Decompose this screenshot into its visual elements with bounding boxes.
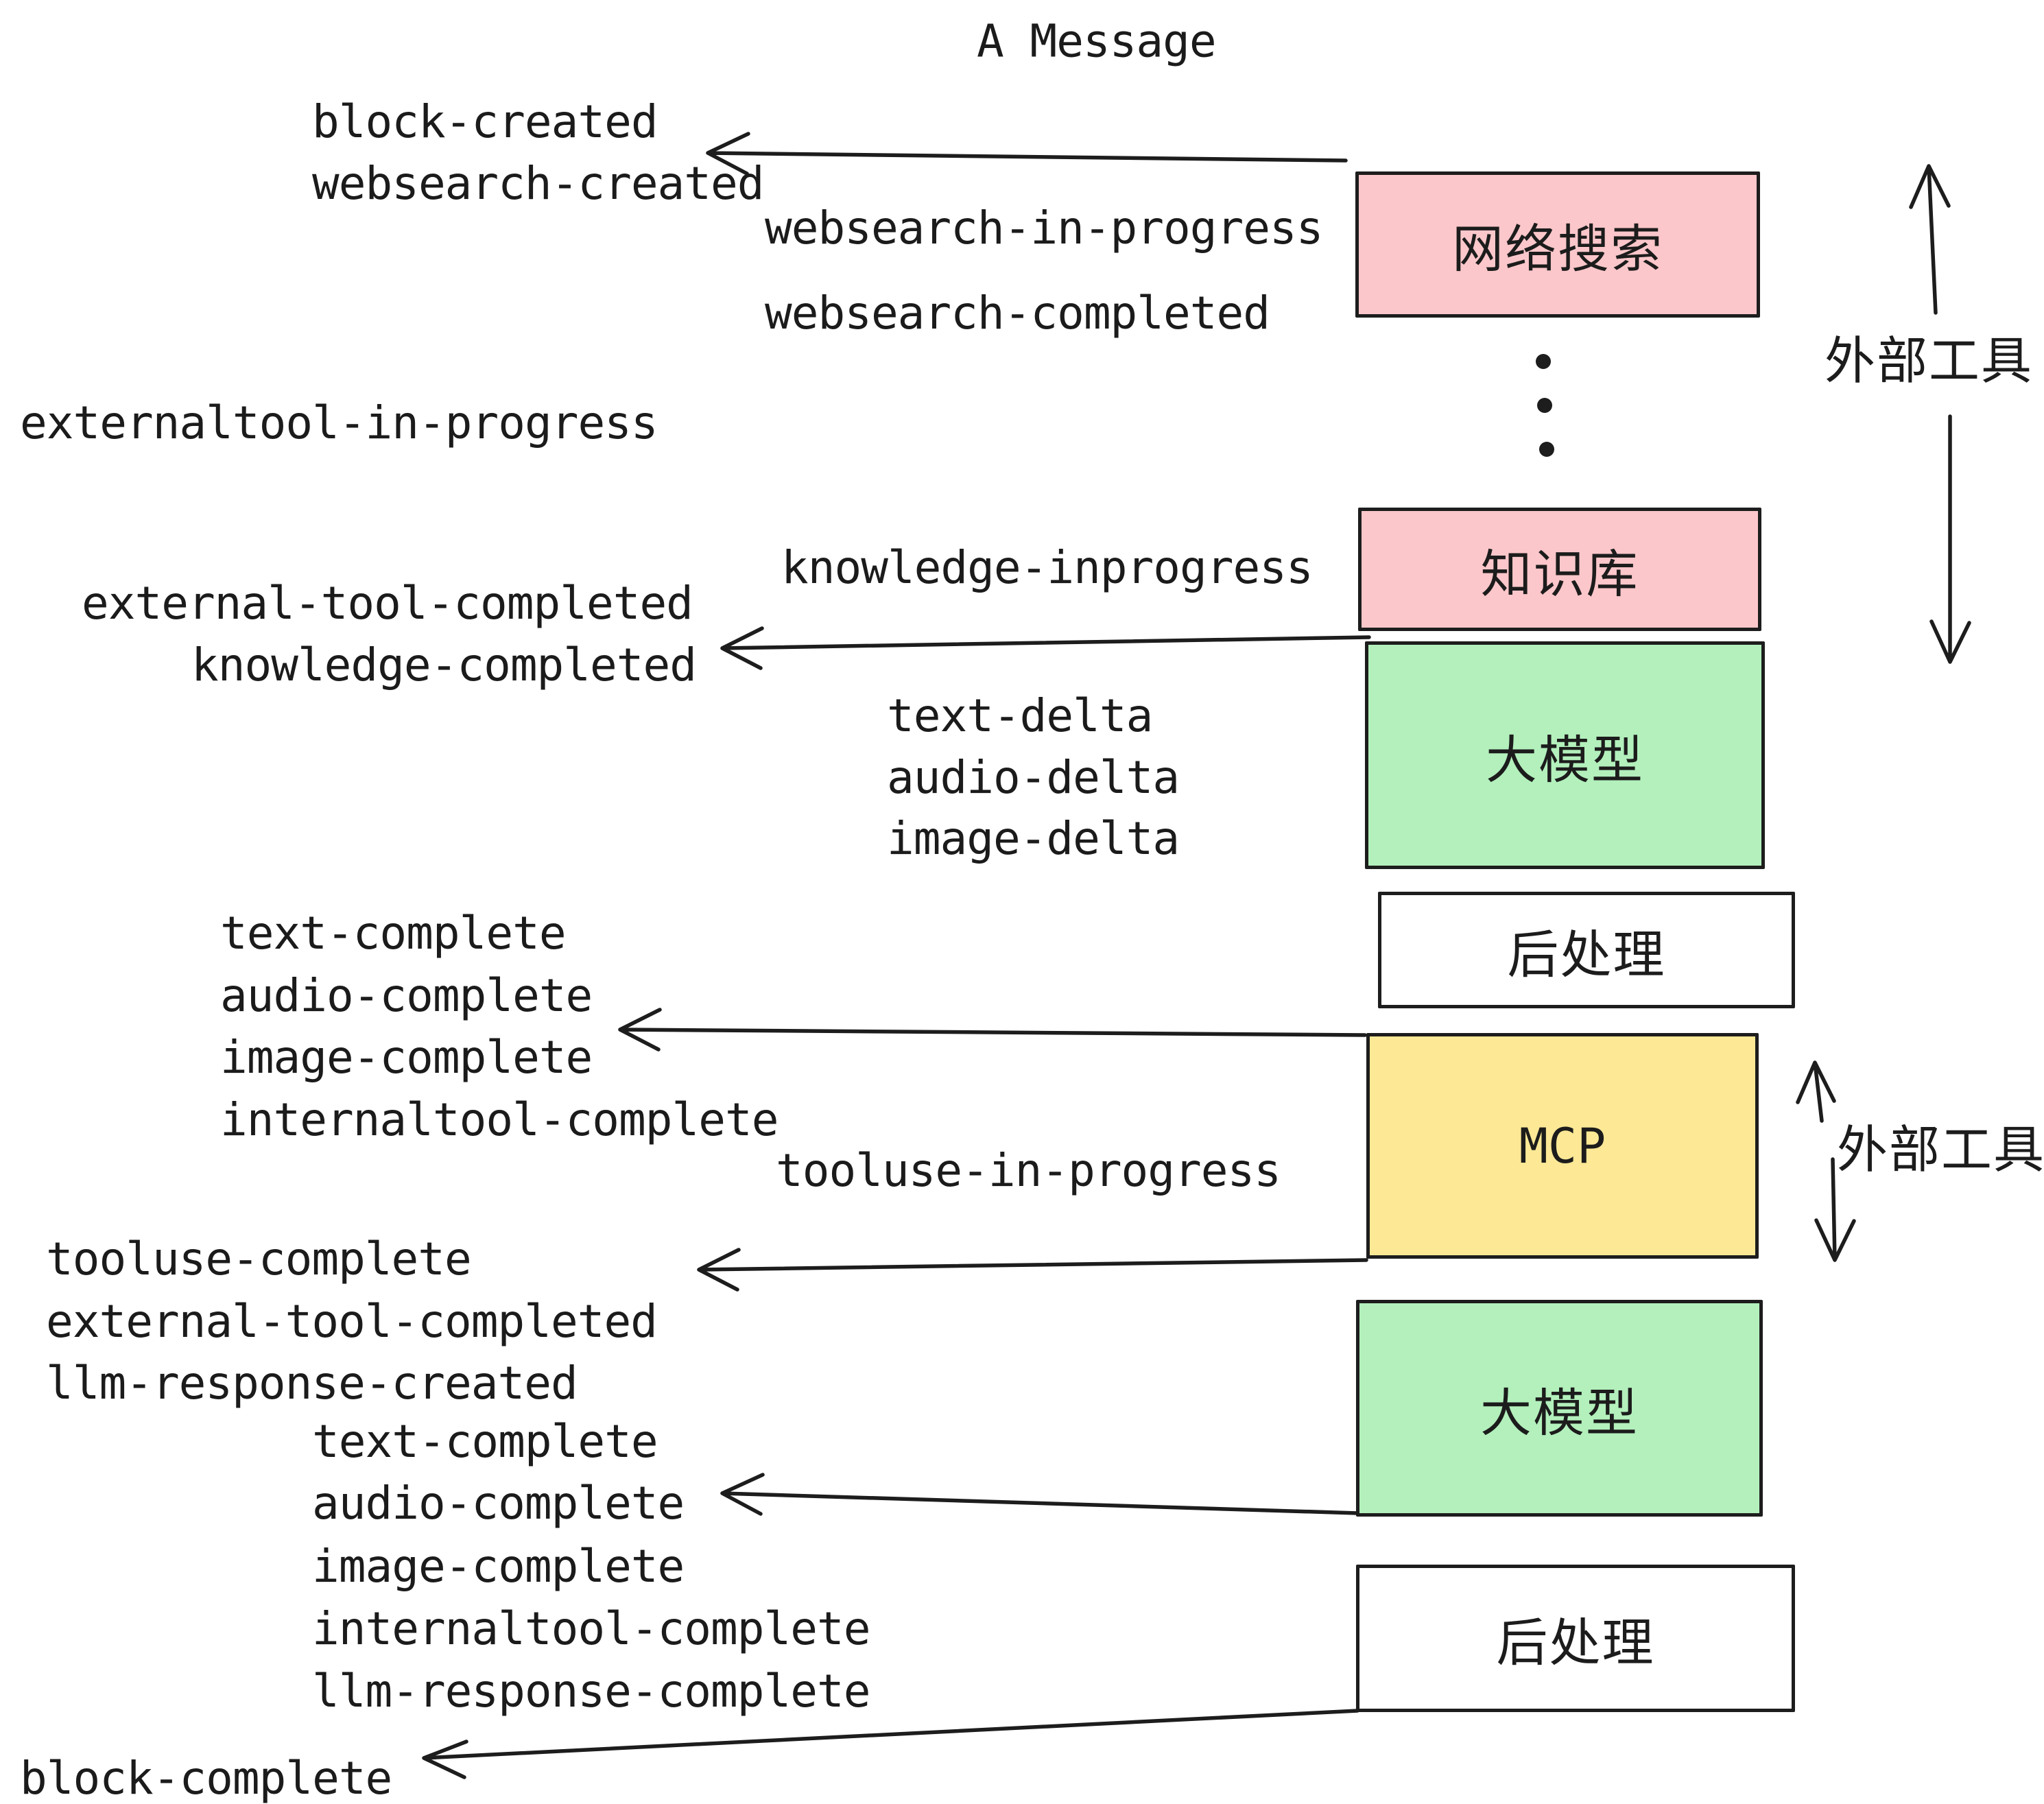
- arrow-to-image-complete: [618, 1008, 1367, 1052]
- event-label-externaltool-in-progress: externaltool-in-progress: [20, 396, 658, 449]
- external-tools-up-arrow-2: [1796, 1060, 1836, 1123]
- event-label-image-complete-1: image-complete: [220, 1031, 593, 1084]
- box-mcp-label: MCP: [1519, 1117, 1606, 1174]
- arrow-to-block-created: [706, 132, 1348, 176]
- event-label-tooluse-complete: tooluse-complete: [46, 1233, 472, 1285]
- event-label-text-complete-2: text-complete: [312, 1415, 658, 1468]
- event-label-image-complete-2: image-complete: [312, 1540, 685, 1593]
- event-label-llm-response-complete: llm-response-complete: [312, 1665, 870, 1718]
- event-label-internaltool-complete-2: internaltool-complete: [312, 1602, 870, 1655]
- box-llm-2-label: 大模型: [1479, 1382, 1639, 1443]
- box-knowledge-label: 知识库: [1480, 543, 1639, 604]
- box-websearch: 网络搜索: [1355, 171, 1760, 318]
- box-postprocess-1-label: 后处理: [1507, 924, 1666, 985]
- ellipsis-dots-icon: [1536, 354, 1554, 457]
- event-label-text-complete-1: text-complete: [220, 907, 567, 960]
- arrow-to-knowledge-completed: [720, 626, 1371, 670]
- event-label-audio-complete-2: audio-complete: [312, 1477, 685, 1530]
- box-postprocess-2-label: 后处理: [1496, 1613, 1655, 1673]
- annotation-external-tools-2: 外部工具: [1837, 1120, 2044, 1180]
- box-websearch-label: 网络搜索: [1451, 219, 1663, 279]
- event-label-text-delta-1: text-delta: [887, 689, 1153, 742]
- box-knowledge: 知识库: [1358, 508, 1761, 631]
- event-label-websearch-in-progress: websearch-in-progress: [765, 202, 1323, 254]
- event-label-websearch-completed: websearch-completed: [765, 287, 1270, 340]
- event-label-audio-complete-1: audio-complete: [220, 969, 593, 1022]
- arrow-to-tooluse-complete: [697, 1248, 1368, 1292]
- event-label-block-created: block-created: [312, 95, 658, 148]
- external-tools-up-arrow-1: [1909, 164, 1951, 315]
- box-mcp: MCP: [1366, 1033, 1759, 1259]
- arrow-to-block-complete: [422, 1709, 1359, 1779]
- arrow-to-audio-complete: [720, 1473, 1359, 1516]
- event-label-knowledge-completed: knowledge-completed: [191, 639, 697, 691]
- event-label-block-complete: block-complete: [20, 1752, 392, 1804]
- box-postprocess-1: 后处理: [1378, 892, 1795, 1008]
- box-postprocess-2: 后处理: [1356, 1565, 1795, 1712]
- event-label-tooluse-in-progress: tooluse-in-progress: [776, 1144, 1281, 1197]
- annotation-external-tools-1: 外部工具: [1825, 331, 2033, 391]
- event-label-external-tool-completed-1: external-tool-completed: [82, 577, 693, 630]
- event-label-external-tool-completed-2: external-tool-completed: [46, 1295, 658, 1348]
- box-llm-1-label: 大模型: [1485, 729, 1644, 790]
- event-label-image-delta-1: image-delta: [887, 812, 1180, 865]
- event-label-llm-response-created: llm-response-created: [46, 1357, 578, 1410]
- event-label-internaltool-complete-1: internaltool-complete: [220, 1093, 779, 1146]
- box-llm-1: 大模型: [1365, 641, 1765, 869]
- external-tools-down-arrow-1: [1929, 414, 1971, 664]
- page-title: A Message: [977, 14, 1217, 68]
- event-label-knowledge-inprogress: knowledge-inprogress: [781, 541, 1314, 594]
- event-label-websearch-created: websearch-created: [312, 157, 765, 210]
- event-label-audio-delta-1: audio-delta: [887, 751, 1180, 804]
- box-llm-2: 大模型: [1356, 1300, 1763, 1517]
